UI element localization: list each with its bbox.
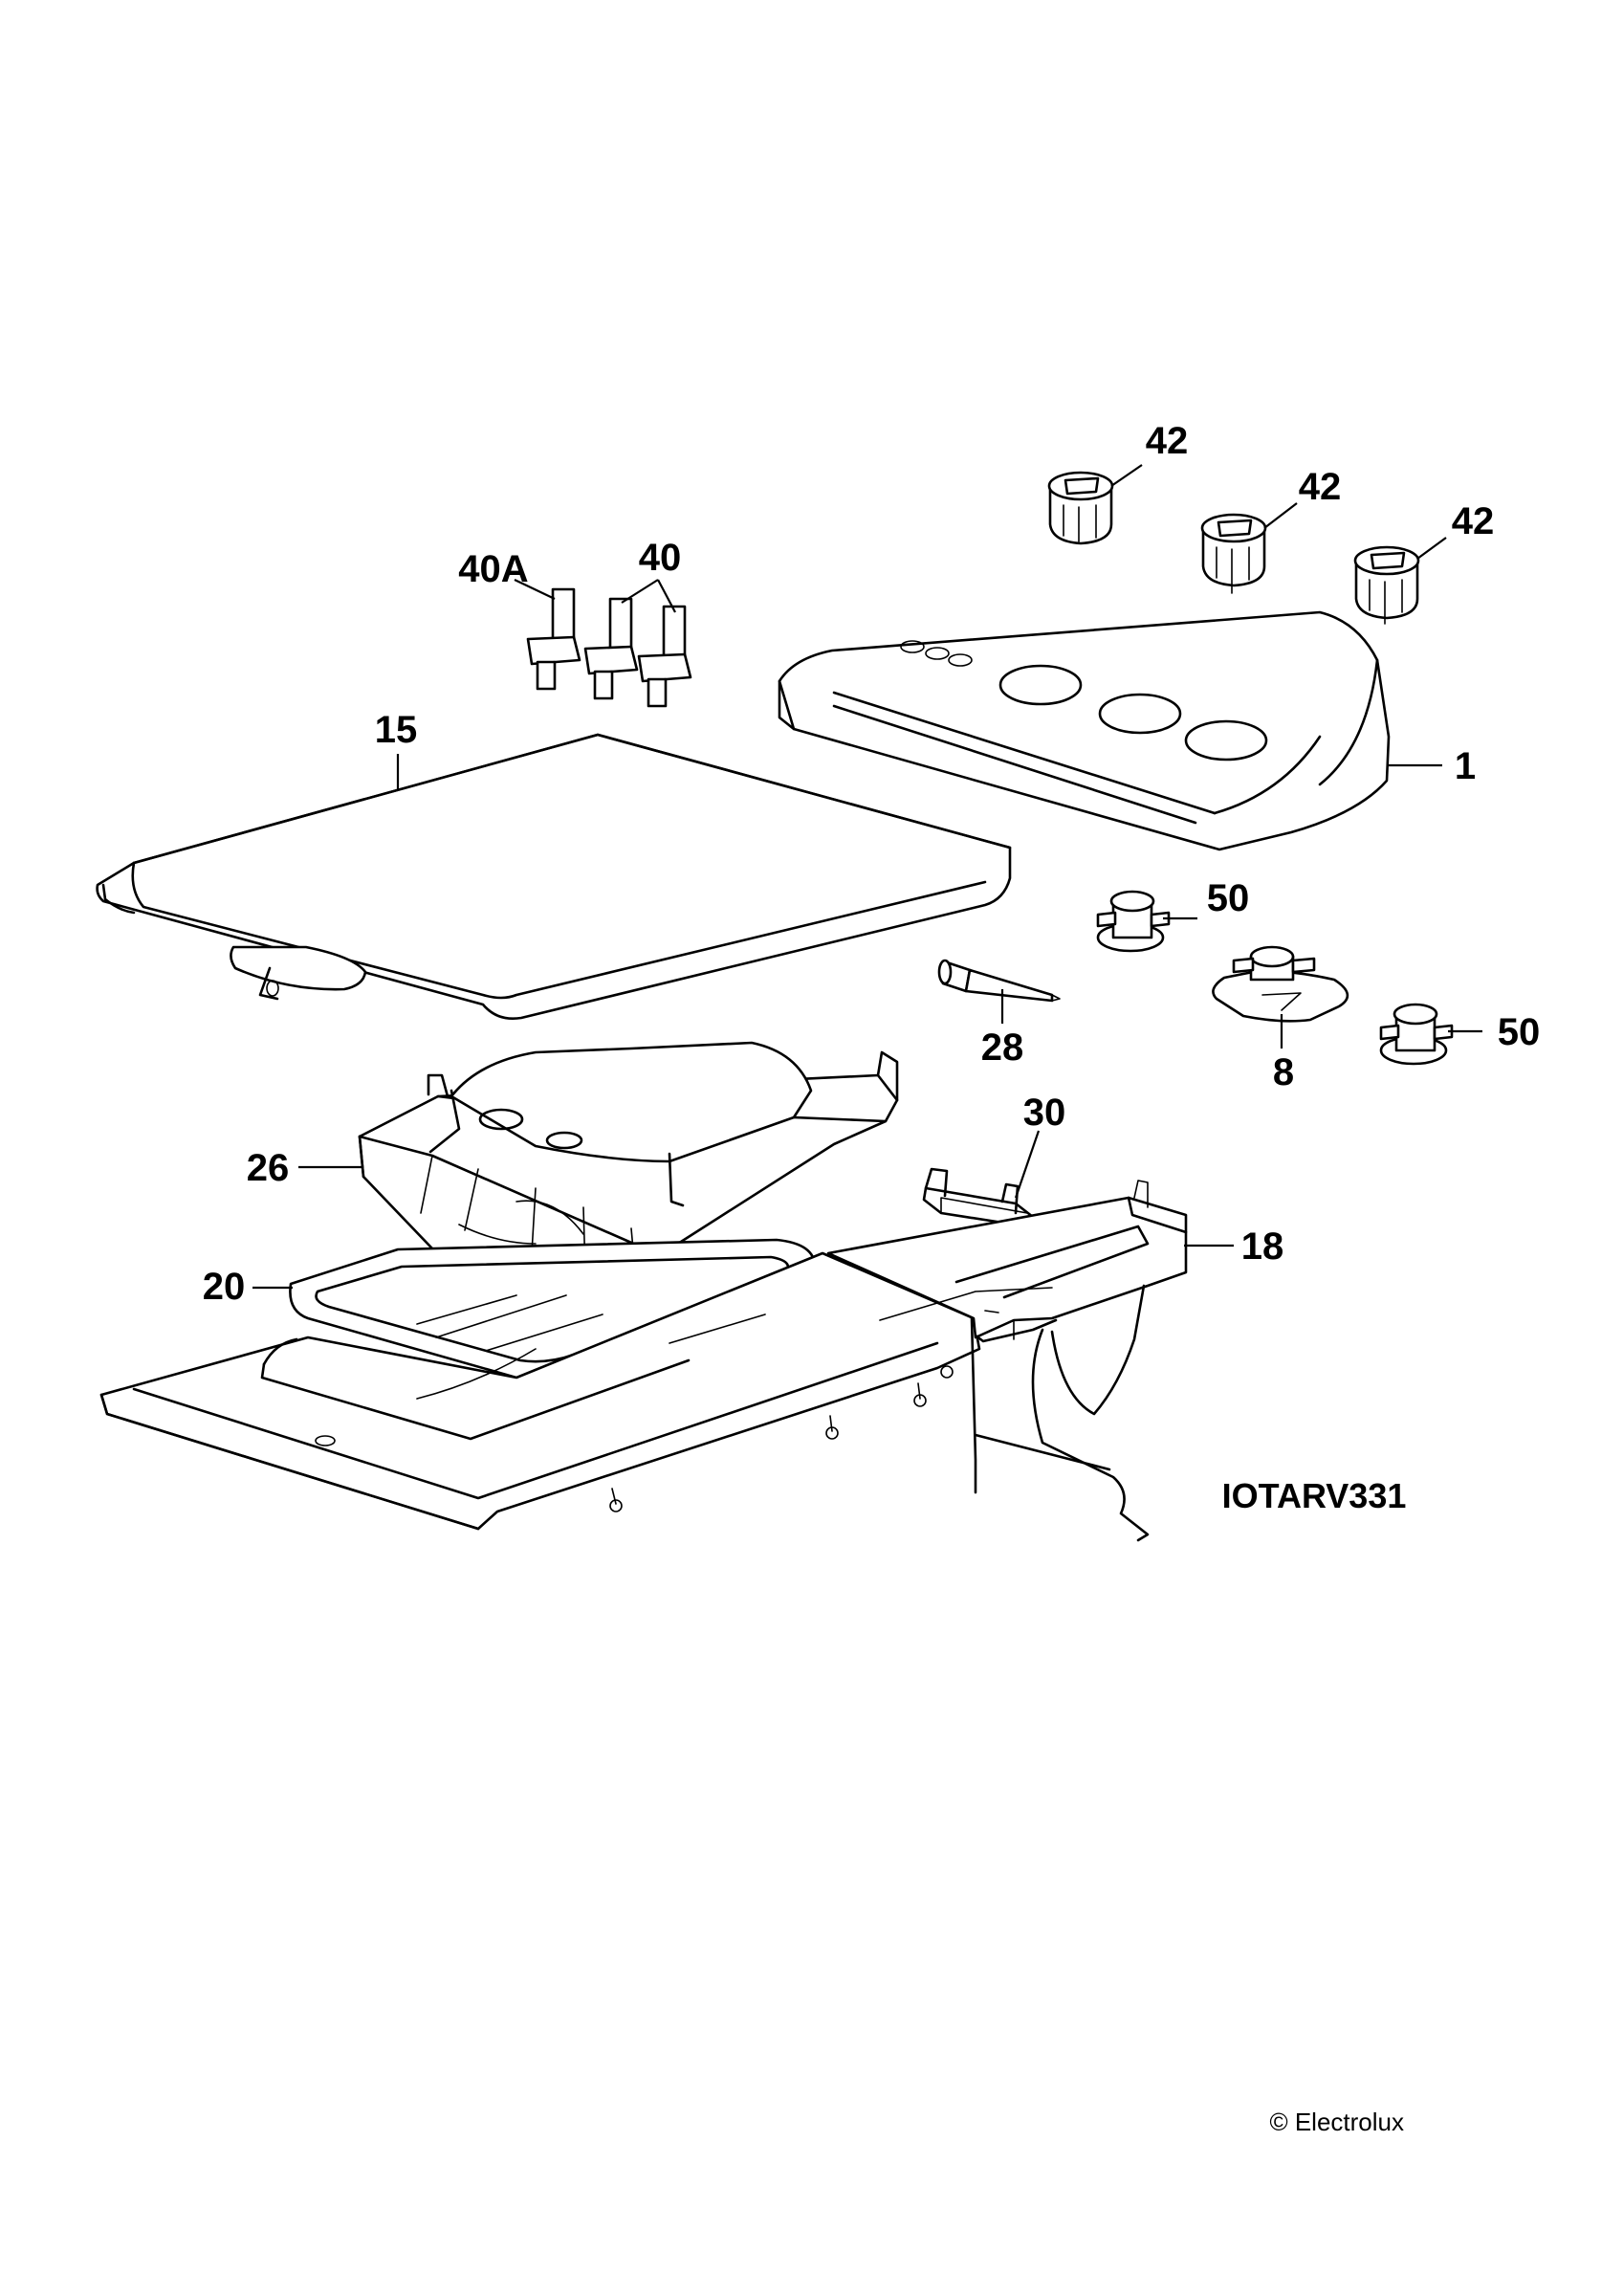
label-part-42-a: 42 — [1146, 420, 1189, 462]
label-part-26: 26 — [247, 1147, 290, 1189]
knob-part-42-c — [1353, 545, 1420, 625]
label-part-1: 1 — [1455, 745, 1476, 787]
lid-part-15 — [96, 733, 1012, 1020]
label-part-42-b: 42 — [1299, 466, 1342, 508]
label-part-8: 8 — [1273, 1051, 1294, 1093]
valve-part-50-b — [1379, 1003, 1454, 1066]
valve-part-50-a — [1096, 890, 1171, 953]
button-part-40-a — [583, 597, 639, 700]
label-part-42-c: 42 — [1452, 500, 1495, 542]
label-part-28: 28 — [981, 1027, 1024, 1069]
valve-plate-part-8 — [1212, 945, 1349, 1023]
pin-part-28 — [937, 959, 1061, 1003]
button-part-40a — [526, 587, 581, 691]
diagram-code: IOTARV331 — [1222, 1476, 1407, 1515]
leader-lines — [252, 464, 1482, 1290]
label-part-18: 18 — [1241, 1225, 1284, 1268]
label-part-50-a: 50 — [1207, 877, 1250, 919]
label-part-30: 30 — [1023, 1092, 1066, 1134]
label-part-40: 40 — [639, 537, 682, 579]
label-part-20: 20 — [203, 1266, 246, 1308]
label-part-40a: 40A — [458, 548, 528, 590]
copyright-text: © Electrolux — [1269, 2108, 1404, 2136]
label-part-15: 15 — [375, 709, 418, 751]
control-panel-part-1 — [778, 610, 1391, 851]
knob-part-42-b — [1200, 513, 1267, 594]
button-part-40-b — [637, 605, 692, 708]
bracket-part-18 — [826, 1180, 1188, 1542]
knob-part-42-a — [1047, 471, 1114, 545]
top-plate — [99, 1251, 981, 1531]
label-part-50-b: 50 — [1498, 1011, 1541, 1053]
